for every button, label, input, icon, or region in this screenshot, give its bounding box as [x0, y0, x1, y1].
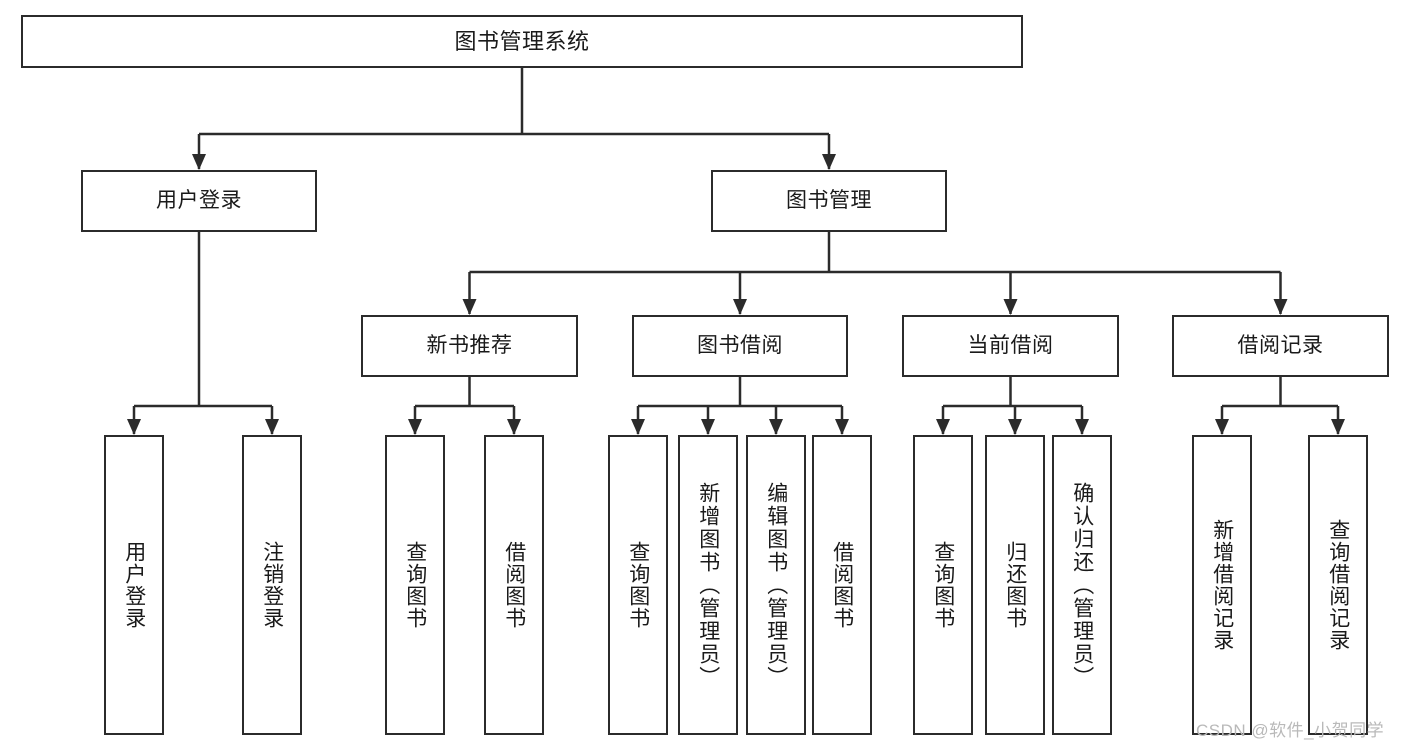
node-leaf-cu-c[interactable]: 确认归还（管理员）	[1052, 435, 1112, 735]
node-leaf-login[interactable]: 用户登录	[104, 435, 164, 735]
node-leaf-bo-ed[interactable]: 编辑图书（管理员）	[746, 435, 806, 735]
arrow-head-login	[192, 154, 206, 170]
node-label: 用户登录	[122, 541, 146, 629]
arrow-head-leaf-logout	[265, 419, 279, 435]
node-leaf-cu-r[interactable]: 归还图书	[985, 435, 1045, 735]
arrow-head-leaf-nb-q	[408, 419, 422, 435]
node-leaf-bo-b[interactable]: 借阅图书	[812, 435, 872, 735]
node-records[interactable]: 借阅记录	[1172, 315, 1389, 377]
arrow-head-borrow	[733, 299, 747, 315]
arrow-head-newbook	[462, 299, 477, 315]
arrow-head-leaf-bo-b	[835, 419, 849, 435]
node-label: 图书管理系统	[454, 28, 590, 54]
node-leaf-nb-b[interactable]: 借阅图书	[484, 435, 544, 735]
node-label: 查询图书	[931, 541, 955, 629]
node-borrow[interactable]: 图书借阅	[632, 315, 848, 377]
node-leaf-re-add[interactable]: 新增借阅记录	[1192, 435, 1252, 735]
arrow-head-leaf-cu-c	[1075, 419, 1089, 435]
arrow-head-leaf-nb-b	[507, 419, 521, 435]
arrow-head-bookmgmt	[822, 154, 836, 170]
node-label: 图书借阅	[697, 333, 783, 357]
node-leaf-logout[interactable]: 注销登录	[242, 435, 302, 735]
arrow-head-records	[1273, 299, 1288, 315]
arrow-head-leaf-bo-ed	[769, 419, 783, 435]
node-leaf-cu-q[interactable]: 查询图书	[913, 435, 973, 735]
arrow-head-leaf-login	[127, 419, 141, 435]
node-newbook[interactable]: 新书推荐	[361, 315, 578, 377]
arrow-head-leaf-bo-add	[701, 419, 715, 435]
node-label: 查询图书	[403, 541, 427, 629]
watermark-label: CSDN @软件_小贺同学	[1196, 721, 1385, 740]
node-label: 借阅记录	[1237, 333, 1324, 357]
node-leaf-nb-q[interactable]: 查询图书	[385, 435, 445, 735]
node-label: 新增图书（管理员）	[696, 481, 720, 689]
node-root[interactable]: 图书管理系统	[21, 15, 1023, 68]
arrow-head-leaf-cu-r	[1008, 419, 1022, 435]
arrow-head-leaf-re-add	[1215, 419, 1229, 435]
node-login[interactable]: 用户登录	[81, 170, 317, 232]
node-label: 新书推荐	[426, 333, 513, 357]
node-label: 新增借阅记录	[1210, 519, 1234, 651]
node-label: 图书管理	[786, 188, 872, 212]
node-label: 借阅图书	[502, 541, 526, 629]
arrow-head-current	[1003, 299, 1018, 315]
node-leaf-bo-q[interactable]: 查询图书	[608, 435, 668, 735]
node-label: 归还图书	[1003, 541, 1027, 629]
node-label: 用户登录	[156, 188, 242, 212]
node-current[interactable]: 当前借阅	[902, 315, 1119, 377]
node-label: 编辑图书（管理员）	[764, 481, 788, 689]
node-bookmgmt[interactable]: 图书管理	[711, 170, 947, 232]
node-label: 查询借阅记录	[1326, 519, 1350, 651]
node-label: 注销登录	[260, 541, 284, 629]
node-leaf-re-q[interactable]: 查询借阅记录	[1308, 435, 1368, 735]
node-label: 借阅图书	[830, 541, 854, 629]
node-label: 查询图书	[626, 541, 650, 629]
node-label: 当前借阅	[967, 333, 1054, 357]
arrow-head-leaf-re-q	[1331, 419, 1345, 435]
node-leaf-bo-add[interactable]: 新增图书（管理员）	[678, 435, 738, 735]
arrow-head-leaf-bo-q	[631, 419, 645, 435]
node-label: 确认归还（管理员）	[1070, 481, 1094, 689]
arrow-head-leaf-cu-q	[936, 419, 950, 435]
